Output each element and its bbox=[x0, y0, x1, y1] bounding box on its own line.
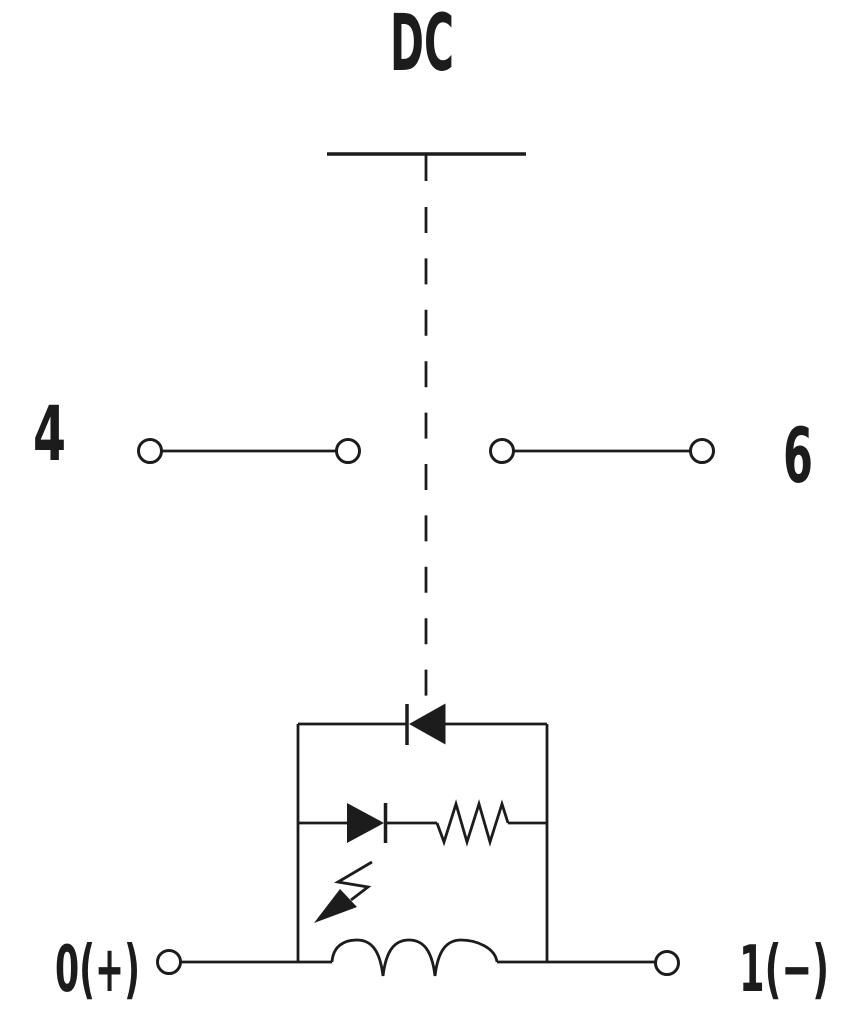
surge-arrow bbox=[314, 860, 373, 923]
series-resistor bbox=[435, 799, 510, 847]
relay-coil bbox=[330, 938, 499, 977]
terminal-1-label: 1(−) bbox=[739, 933, 829, 1007]
surge-arrow-bolt bbox=[333, 860, 373, 902]
dc-supply: DC bbox=[327, 0, 526, 181]
contact-6-label: 6 bbox=[783, 411, 813, 500]
contact-6-terminal-left bbox=[489, 438, 515, 464]
freewheeling-diode bbox=[405, 703, 446, 745]
indicator-branch bbox=[298, 799, 547, 847]
contact-6: 6 bbox=[489, 411, 813, 500]
contact-4-terminal-right bbox=[335, 438, 361, 464]
contact-4-label: 4 bbox=[33, 389, 66, 478]
suppressor-box bbox=[296, 703, 549, 962]
freewheeling-diode-triangle bbox=[409, 703, 446, 745]
dc-label: DC bbox=[390, 0, 454, 89]
terminal-0-positive bbox=[156, 949, 182, 975]
contact-4-terminal-left bbox=[137, 438, 163, 464]
coil-branch: 0(+) 1(−) bbox=[55, 933, 829, 1007]
surge-arrow-head bbox=[314, 889, 357, 923]
terminal-1-negative bbox=[654, 950, 680, 976]
contact-4: 4 bbox=[33, 389, 361, 478]
contact-6-terminal-right bbox=[689, 438, 715, 464]
indicator-diode-triangle bbox=[347, 803, 384, 843]
terminal-0-label: 0(+) bbox=[55, 933, 140, 1007]
